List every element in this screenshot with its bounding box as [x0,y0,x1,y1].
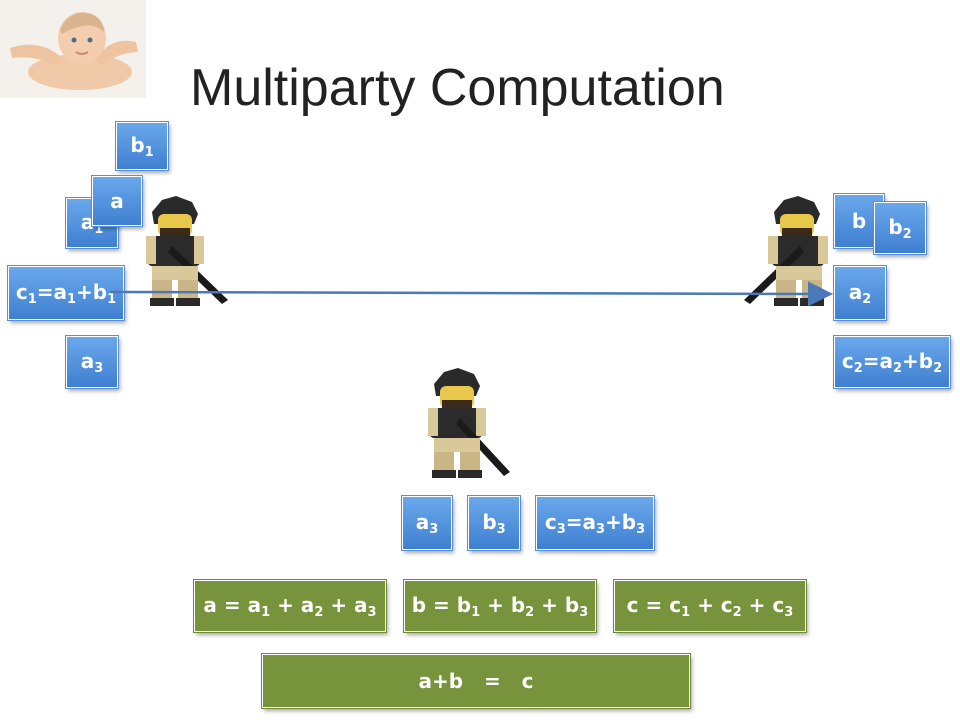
formula-result: a+b = c [262,654,690,708]
soldier-figure-left [146,196,228,306]
share-c3: c3=a3+b3 [536,496,654,550]
soldier-figure-bottom [428,368,510,478]
share-c1: c1=a1+b1 [8,266,124,320]
formula-c-sum: c = c1 + c2 + c3 [614,580,806,632]
formula-a-sum: a = a1 + a2 + a3 [194,580,386,632]
share-b1: b1 [116,122,168,170]
share-b3: b3 [468,496,520,550]
share-b2: b2 [874,202,926,254]
share-c2: c2=a2+b2 [834,336,950,388]
share-a3-party1: a3 [66,336,118,388]
baby-image [0,0,146,98]
slide-title: Multiparty Computation [190,59,725,117]
share-a2: a2 [834,266,886,320]
share-a: a [92,176,142,226]
share-a3-party3: a3 [402,496,452,550]
formula-b-sum: b = b1 + b2 + b3 [404,580,596,632]
soldier-figure-right [744,196,828,306]
